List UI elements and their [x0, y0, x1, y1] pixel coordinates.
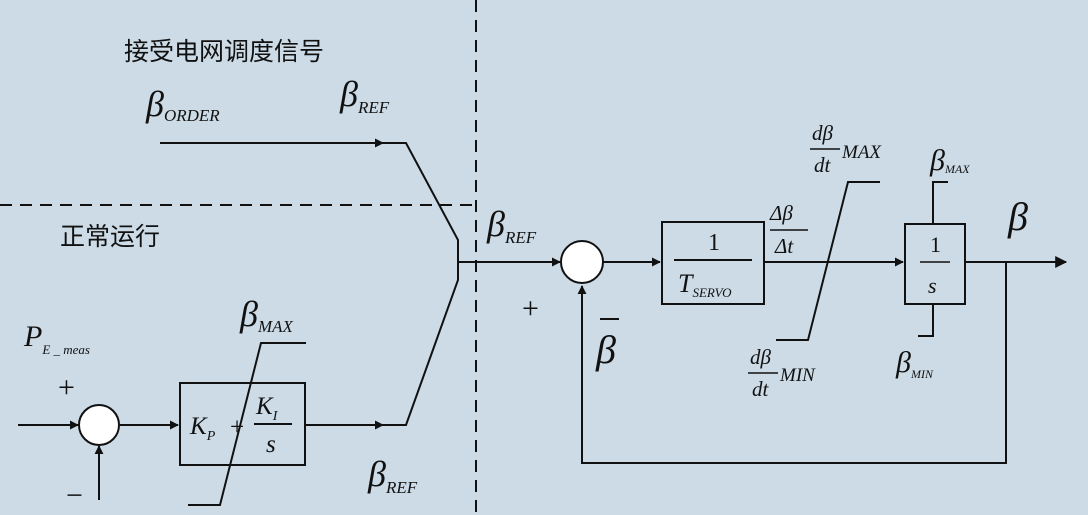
switch-upper-branch — [383, 142, 459, 262]
dbeta-max-den: dt — [814, 153, 832, 177]
servo-numerator: 1 — [708, 230, 720, 256]
integrator-max-limit — [932, 181, 948, 224]
dbeta-min-den: dt — [752, 377, 770, 401]
summing-junction-1 — [78, 404, 120, 446]
sum2-plus-sign: + — [522, 292, 539, 325]
switch-lower-branch — [383, 262, 459, 426]
pi-limiter-line — [188, 342, 306, 506]
feedback-loop-line — [577, 262, 1007, 464]
beta-ref-bottom-label: βREF — [367, 454, 418, 497]
rate-limiter-line — [776, 181, 880, 341]
beta-output-label: β — [1007, 194, 1028, 239]
pi-kp-text: KP — [189, 413, 216, 444]
integrator-s: s — [928, 273, 937, 298]
integrator-beta-min-label: βMIN — [895, 346, 934, 381]
grid-dispatch-label: 接受电网调度信号 — [124, 37, 324, 66]
integrator-block — [904, 223, 966, 305]
p-e-meas-label: PE _ meas — [23, 320, 90, 357]
sum1-plus-sign: + — [58, 371, 75, 404]
integrator-numerator: 1 — [930, 232, 941, 257]
delta-t-label: Δt — [774, 234, 794, 258]
beta-order-label: βORDER — [145, 84, 220, 125]
integrator-min-limit — [918, 304, 934, 337]
dbeta-max-num: dβ — [812, 121, 834, 145]
pi-ki-text: KI — [255, 393, 279, 424]
pi-beta-max-label: βMAX — [239, 294, 293, 336]
sum1-minus-sign: − — [66, 479, 83, 512]
beta-ref-top-label: βREF — [339, 74, 390, 117]
pi-s-text: s — [266, 431, 276, 458]
summing-junction-2 — [560, 240, 604, 284]
beta-ref-mid-label: βREF — [486, 204, 537, 247]
delta-beta-label: Δβ — [769, 201, 793, 225]
dbeta-min-word: MIN — [779, 365, 816, 386]
integrator-beta-max-label: βMAX — [929, 144, 970, 177]
normal-operation-label: 正常运行 — [60, 222, 160, 251]
beta-feedback-label: β — [595, 327, 616, 372]
dbeta-min-num: dβ — [750, 345, 772, 369]
servo-denominator: TSERVO — [678, 269, 732, 300]
dbeta-max-word: MAX — [841, 142, 882, 163]
